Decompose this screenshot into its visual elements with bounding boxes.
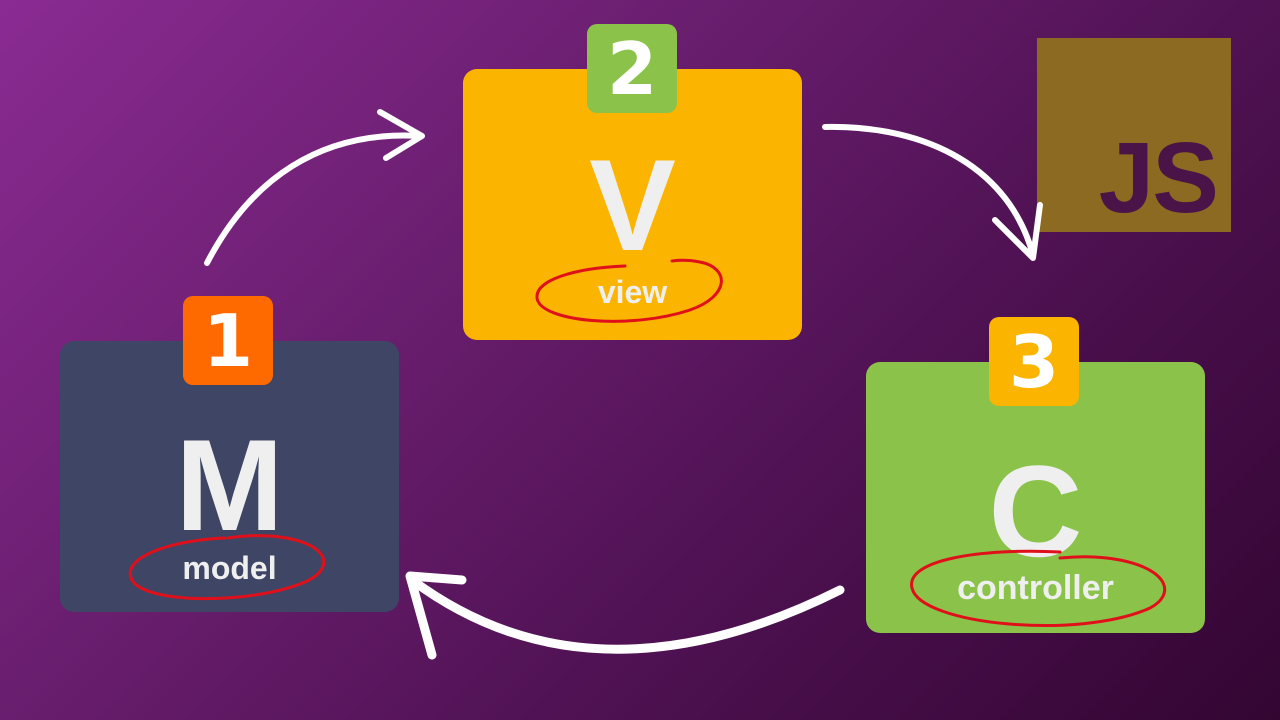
controller-letter: C bbox=[988, 438, 1083, 584]
model-number-badge: 1 bbox=[183, 296, 273, 385]
arrow-controller-to-model-head bbox=[405, 571, 467, 660]
arrow-controller-to-model bbox=[407, 575, 845, 654]
arrow-view-to-controller bbox=[822, 123, 1036, 258]
javascript-logo: JS bbox=[1037, 38, 1231, 232]
model-letter: M bbox=[175, 412, 284, 558]
arrow-model-to-view-head bbox=[377, 109, 425, 161]
javascript-logo-text: JS bbox=[1098, 122, 1219, 234]
view-label: view bbox=[597, 274, 668, 310]
controller-number-badge: 3 bbox=[989, 317, 1079, 406]
view-letter: V bbox=[589, 132, 676, 278]
view-number-badge: 2 bbox=[587, 24, 677, 113]
controller-label: controller bbox=[957, 569, 1114, 607]
arrow-model-to-view bbox=[204, 132, 423, 266]
model-label: model bbox=[182, 550, 277, 586]
arrow-view-to-controller-head bbox=[992, 202, 1043, 261]
